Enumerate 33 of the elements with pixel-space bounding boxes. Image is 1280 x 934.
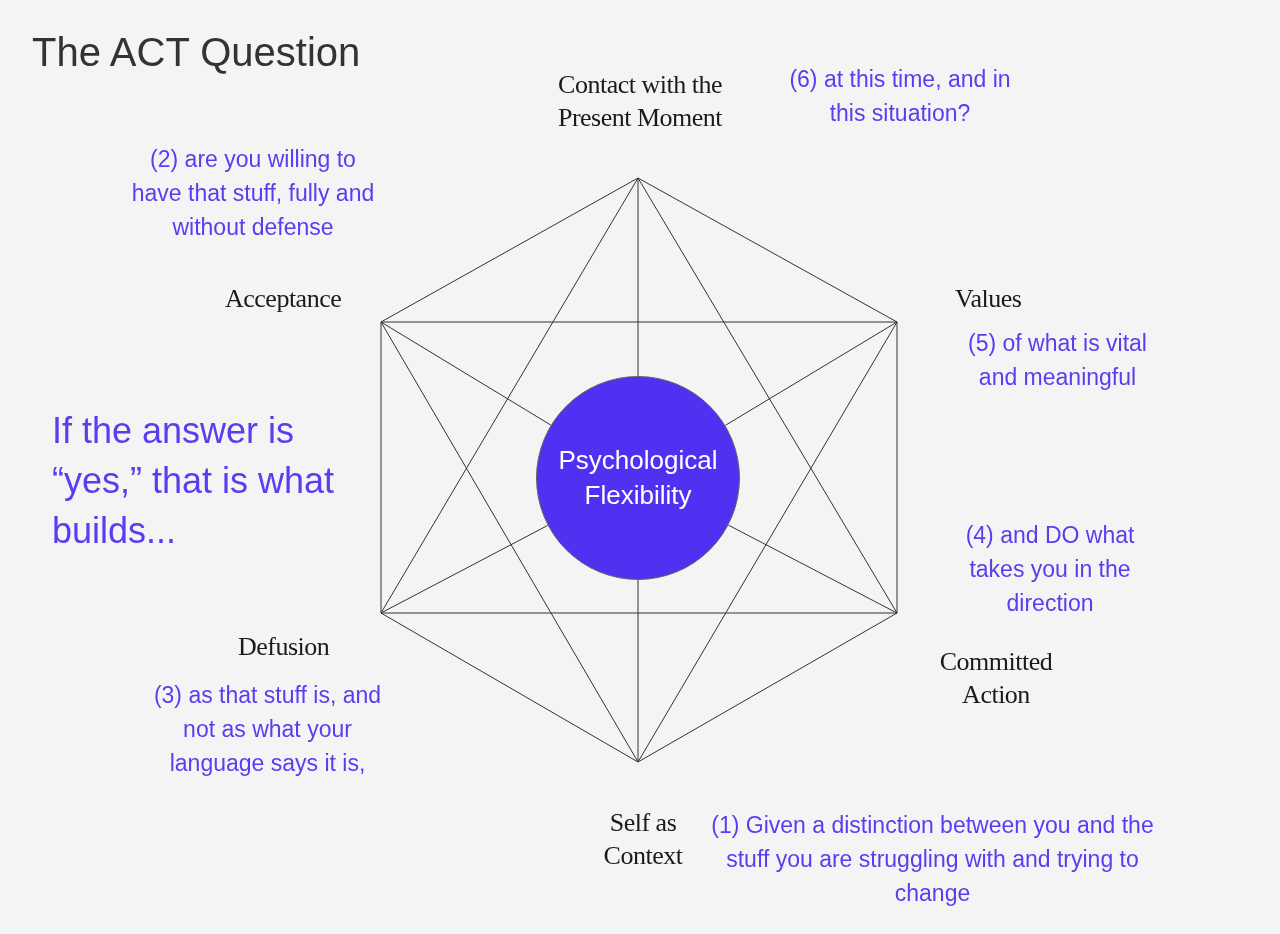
process-label: Committed Action [938, 646, 1054, 711]
connector-line [380, 524, 549, 614]
connector-line [637, 612, 898, 763]
title: The ACT Question [32, 30, 361, 75]
connector-line [380, 177, 639, 323]
side-note: If the answer is “yes,” that is what builds... [52, 409, 336, 553]
circle-label: Psychological Flexibility [557, 444, 719, 512]
connector-line [380, 321, 639, 763]
connector-line [380, 612, 898, 614]
connector-line [380, 321, 552, 426]
connector-line [896, 321, 898, 614]
annotation: (3) as that stuff is, and not as what your language says it is, [152, 681, 383, 778]
annotation: (5) of what is vital and meaningful [967, 329, 1148, 392]
process-label: Acceptance [225, 283, 342, 315]
annotation: (2) are you willing to have that stuff, fully and without defense [130, 145, 376, 242]
connector-line [637, 177, 639, 377]
process-label: Values [955, 283, 1022, 315]
connector-line [637, 579, 639, 763]
connector-line [380, 177, 639, 614]
connector-line [637, 321, 898, 763]
annotation: (1) Given a distinction between you and the stuff you are struggling with and trying to change [710, 811, 1155, 908]
connector-line [380, 321, 382, 614]
connector-line [637, 177, 898, 614]
annotation: (4) and DO what takes you in the direction [964, 521, 1136, 618]
process-label: Self as Context [602, 807, 684, 872]
connector-line [727, 524, 898, 614]
process-label: Contact with the Present Moment [556, 69, 724, 134]
connector-line [724, 321, 898, 426]
annotation: (6) at this time, and in this situation? [788, 65, 1012, 128]
connector-line [380, 612, 639, 763]
connector-line [637, 177, 898, 323]
process-label: Defusion [238, 631, 330, 663]
connector-line [380, 321, 898, 323]
